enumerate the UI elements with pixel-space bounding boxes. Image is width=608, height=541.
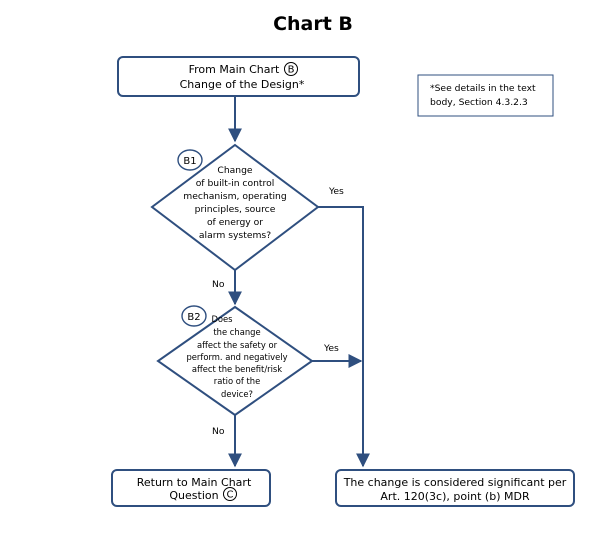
return-box: Return to Main Chart Question C — [111, 469, 271, 507]
return-marker-circle — [223, 487, 237, 501]
return-line-1: Return to Main Chart — [137, 476, 252, 489]
note-line-2: body, Section 4.3.2.3 — [430, 97, 528, 108]
b1-badge: B1 — [177, 149, 203, 171]
b1-line-3: mechanism, operating — [183, 191, 286, 202]
start-marker-circle — [284, 62, 298, 76]
chart-title: Chart B — [273, 13, 353, 35]
b1-line-2: of built-in control — [196, 178, 275, 189]
b1-line-5: of energy or — [207, 217, 263, 228]
b1-no-label: No — [212, 279, 225, 290]
significant-box: The change is considered significant per… — [335, 469, 575, 507]
note-line-1: *See details in the text — [430, 83, 536, 94]
b2-line-7: device? — [221, 389, 253, 399]
b1-line-6: alarm systems? — [199, 230, 271, 241]
b2-no-label: No — [212, 426, 225, 437]
return-line-2: Question — [169, 489, 218, 502]
b2-line-3: affect the safety or — [197, 340, 278, 350]
decision-b1: Change of built-in control mechanism, op… — [150, 143, 320, 272]
start-box: From Main Chart B Change of the Design* — [117, 56, 360, 97]
b2-yes-label: Yes — [323, 343, 339, 354]
b1-line-4: principles, source — [195, 204, 276, 215]
b1-line-1: Change — [217, 165, 253, 176]
return-marker-letter: C — [227, 490, 234, 501]
significant-line-2: Art. 120(3c), point (b) MDR — [380, 490, 530, 503]
b2-line-6: ratio of the — [214, 376, 260, 386]
b2-badge: B2 — [181, 305, 207, 327]
b2-line-4: perform. and negatively — [186, 352, 287, 362]
b2-line-2: the change — [213, 327, 260, 337]
start-line-2: Change of the Design* — [180, 78, 305, 91]
b2-line-1: Does — [211, 314, 232, 324]
note-box: *See details in the text body, Section 4… — [417, 74, 554, 117]
b1-yes-label: Yes — [328, 186, 344, 197]
decision-b2: Does the change affect the safety or per… — [156, 305, 314, 417]
start-marker-letter: B — [288, 65, 295, 76]
connector-b1-yes — [318, 206, 370, 468]
b1-badge-label: B1 — [183, 156, 196, 167]
b2-line-5: affect the benefit/risk — [192, 364, 282, 374]
significant-line-1: The change is considered significant per — [343, 476, 567, 489]
b2-badge-label: B2 — [187, 312, 200, 323]
start-line-1: From Main Chart — [189, 63, 280, 76]
